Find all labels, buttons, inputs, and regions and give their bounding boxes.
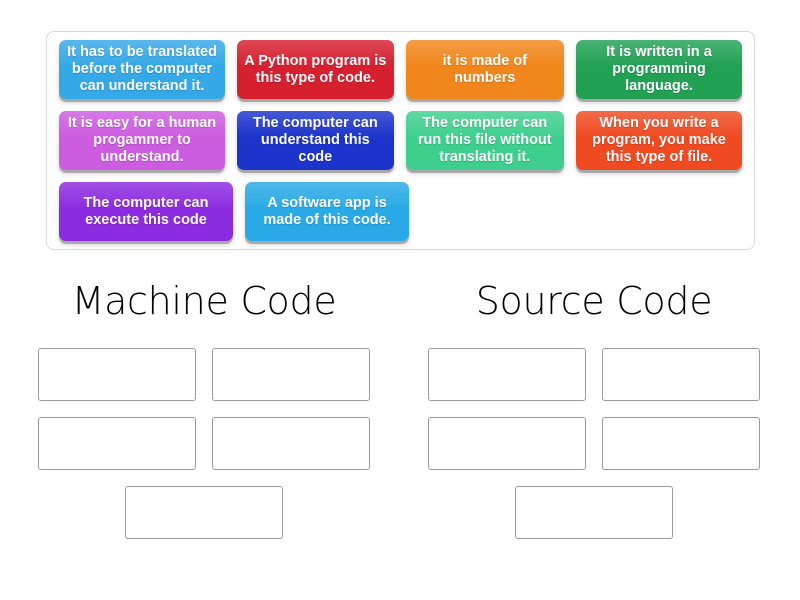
draggable-tiles-tray: It has to be translated before the compu… bbox=[46, 31, 755, 250]
tile-row: It is easy for a human progammer to unde… bbox=[53, 111, 748, 180]
tile-label: It is easy for a human progammer to unde… bbox=[67, 115, 217, 165]
tile-when-you-write-a-program[interactable]: When you write a program, you make this … bbox=[575, 111, 743, 170]
tile-run-without-translating[interactable]: The computer can run this file without t… bbox=[405, 111, 564, 170]
tile-label: it is made of numbers bbox=[442, 52, 528, 86]
tile-label: The computer can understand this code bbox=[252, 115, 378, 165]
tile-label: A software app is made of this code. bbox=[263, 194, 391, 228]
tile-label: The computer can execute this code bbox=[83, 194, 209, 228]
tile-translated-before-computer[interactable]: It has to be translated before the compu… bbox=[59, 40, 226, 99]
tile-made-of-numbers[interactable]: it is made of numbers bbox=[405, 40, 564, 99]
column-machine-code: Machine Code bbox=[24, 278, 384, 539]
dropzone-grid-source-code bbox=[414, 348, 774, 539]
tile-label: It has to be translated before the compu… bbox=[67, 44, 217, 94]
tile-python-program[interactable]: A Python program is this type of code. bbox=[237, 40, 394, 99]
tile-easy-for-human-progammer[interactable]: It is easy for a human progammer to unde… bbox=[59, 111, 226, 170]
dropzone-machine-code-2[interactable] bbox=[212, 348, 370, 401]
tile-row: It has to be translated before the compu… bbox=[53, 40, 748, 109]
tile-row: The computer can execute this code A sof… bbox=[53, 182, 748, 251]
dropzone-source-code-5[interactable] bbox=[515, 486, 673, 539]
tile-label: When you write a program, you make this … bbox=[592, 115, 726, 165]
dropzone-source-code-2[interactable] bbox=[602, 348, 760, 401]
dropzone-machine-code-3[interactable] bbox=[38, 417, 196, 470]
dropzone-grid-machine-code bbox=[24, 348, 384, 539]
column-source-code: Source Code bbox=[414, 278, 774, 539]
tile-label: A Python program is this type of code. bbox=[244, 52, 387, 86]
column-title-source-code: Source Code bbox=[475, 279, 713, 323]
tile-written-in-programming-language[interactable]: It is written in a programming language. bbox=[575, 40, 743, 99]
dropzone-row-last bbox=[428, 486, 760, 539]
tile-label: The computer can run this file without t… bbox=[417, 115, 552, 165]
dropzone-machine-code-1[interactable] bbox=[38, 348, 196, 401]
tile-computer-can-execute[interactable]: The computer can execute this code bbox=[59, 182, 233, 241]
dropzone-row-last bbox=[38, 486, 370, 539]
dropzone-machine-code-5[interactable] bbox=[125, 486, 283, 539]
tile-computer-understands-code[interactable]: The computer can understand this code bbox=[237, 111, 394, 170]
tile-software-app-made-of-code[interactable]: A software app is made of this code. bbox=[245, 182, 409, 241]
dropzone-source-code-4[interactable] bbox=[602, 417, 760, 470]
dropzone-machine-code-4[interactable] bbox=[212, 417, 370, 470]
column-title-machine-code: Machine Code bbox=[71, 279, 337, 323]
tile-label: It is written in a programming language. bbox=[606, 44, 712, 94]
dropzone-source-code-1[interactable] bbox=[428, 348, 586, 401]
dropzone-source-code-3[interactable] bbox=[428, 417, 586, 470]
